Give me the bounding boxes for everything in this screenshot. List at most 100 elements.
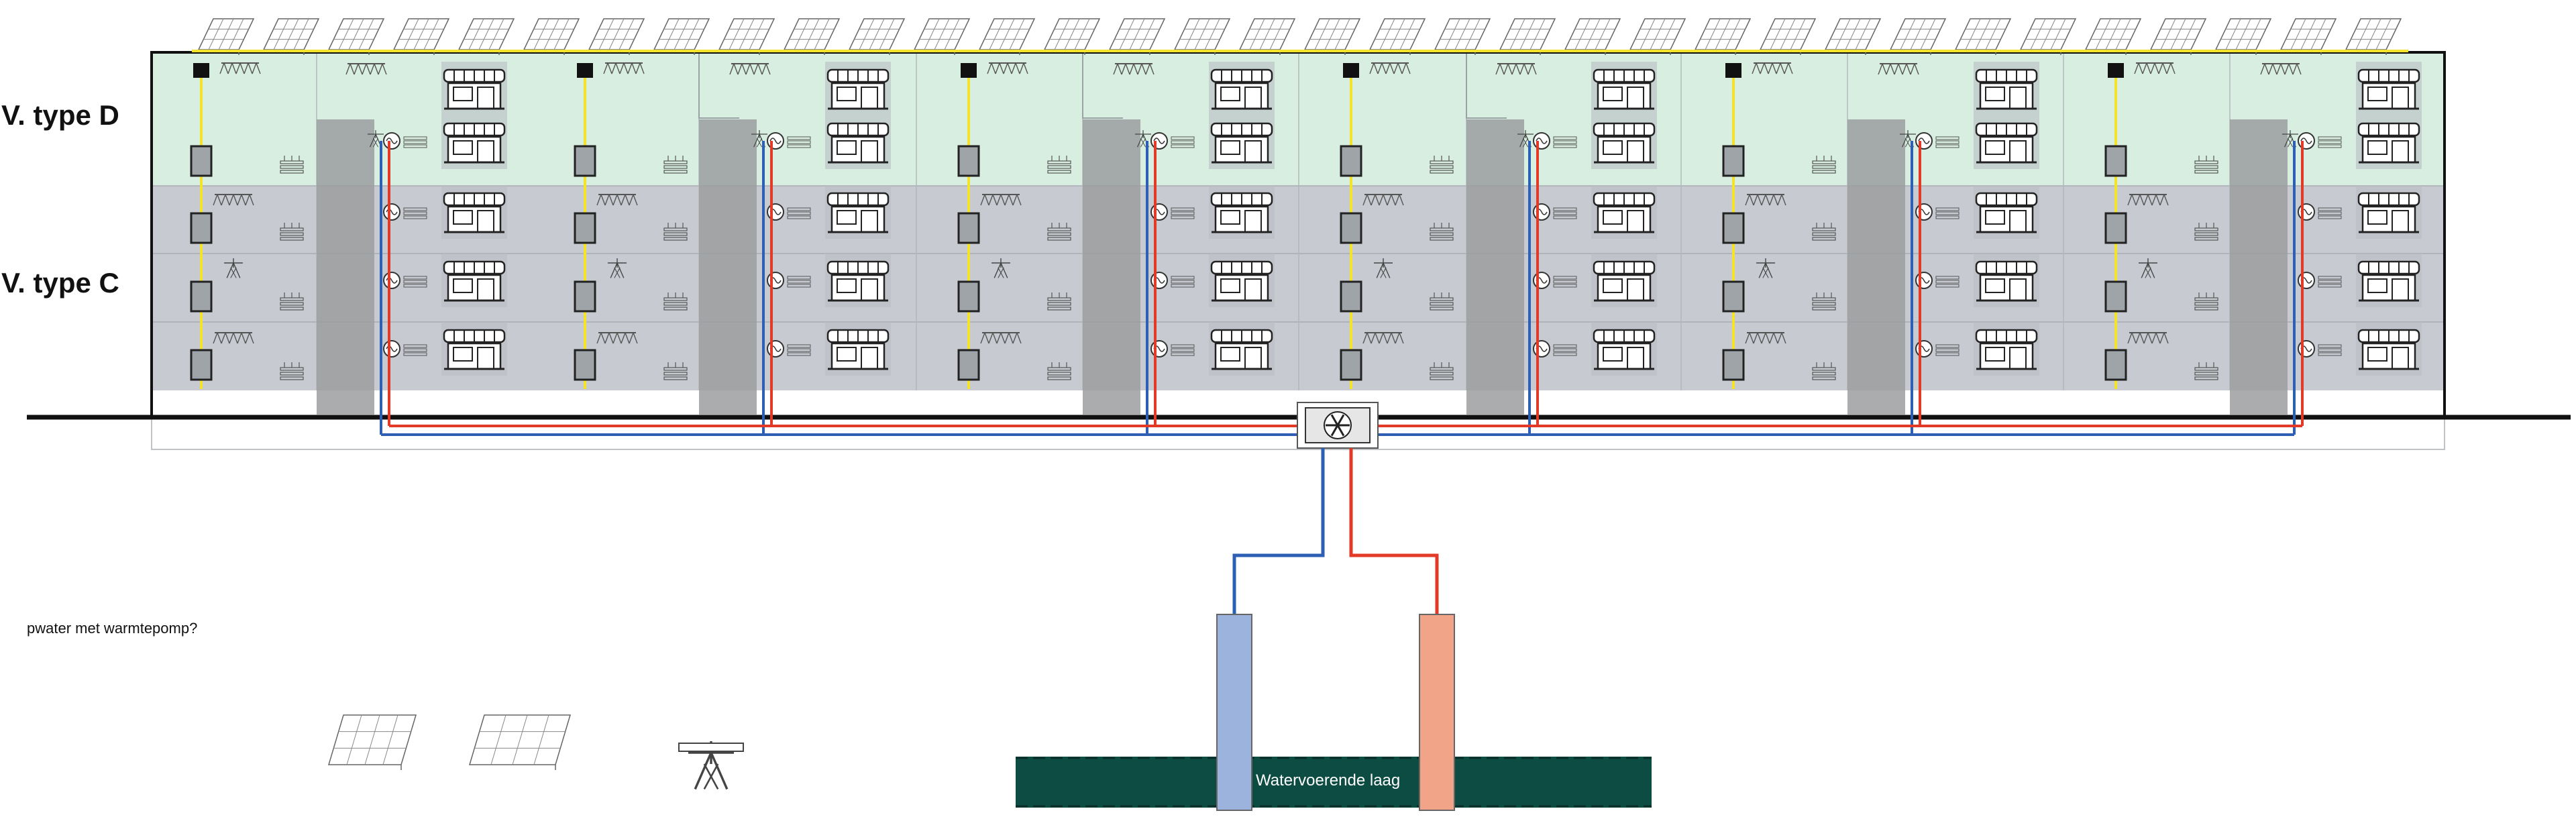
meter-box-icon bbox=[1340, 212, 1362, 244]
shop-awning-icon bbox=[1591, 115, 1657, 169]
meter-box-icon bbox=[190, 212, 213, 244]
lamp-icon bbox=[1495, 63, 1537, 75]
solar-panel-icon bbox=[1564, 18, 1621, 55]
heating-coil-icon bbox=[663, 362, 688, 380]
transmission-tower-icon bbox=[1517, 130, 1534, 148]
shop-awning-icon bbox=[825, 115, 891, 169]
shop-awning-icon bbox=[441, 185, 507, 239]
aquifer-layer bbox=[1016, 757, 1652, 808]
lamp-icon bbox=[1362, 332, 1404, 344]
shop-awning-icon bbox=[825, 322, 891, 376]
transmission-tower-icon bbox=[608, 258, 627, 278]
solar-panel-icon bbox=[1434, 18, 1491, 55]
shop-awning-icon bbox=[2356, 322, 2422, 376]
shaft-5 bbox=[2230, 119, 2288, 415]
meter-box-icon bbox=[190, 145, 213, 177]
heating-coil-icon bbox=[663, 292, 688, 311]
solar-panel-icon bbox=[2214, 18, 2272, 55]
meter-box-icon bbox=[1340, 349, 1362, 381]
solar-panel-icon bbox=[458, 18, 515, 55]
heating-coil-icon bbox=[1812, 292, 1836, 311]
solar-panel-icon bbox=[1043, 18, 1101, 55]
solar-panel-icon bbox=[327, 714, 417, 770]
heating-coil-icon bbox=[1430, 292, 1454, 311]
heating-coil-icon bbox=[2194, 223, 2218, 241]
meter-box-icon bbox=[1722, 280, 1745, 313]
heating-coil-icon bbox=[1430, 362, 1454, 380]
solar-panel-icon bbox=[848, 18, 906, 55]
meter-box-icon bbox=[1725, 63, 1741, 78]
meter-box-icon bbox=[2104, 145, 2127, 177]
lamp-icon bbox=[596, 332, 638, 344]
heating-coil-icon bbox=[663, 156, 688, 174]
lamp-icon bbox=[219, 62, 261, 74]
heating-coil-icon bbox=[280, 223, 304, 241]
shaft-4 bbox=[1847, 119, 1905, 415]
heating-coil-icon bbox=[1812, 362, 1836, 380]
solar-panel-icon bbox=[2149, 18, 2207, 55]
meter-box-icon bbox=[193, 63, 209, 78]
solar-panel-icon bbox=[978, 18, 1036, 55]
shop-awning-icon bbox=[1974, 322, 2039, 376]
solar-panel-icon bbox=[1499, 18, 1556, 55]
well-icon bbox=[1419, 614, 1455, 811]
shop-awning-icon bbox=[1974, 62, 2039, 115]
label-floor-type-c: V. type C bbox=[1, 267, 119, 298]
shop-awning-icon bbox=[2356, 62, 2422, 115]
solar-panel-icon bbox=[2019, 18, 2077, 55]
solar-panel-icon bbox=[1238, 18, 1296, 55]
transmission-tower-icon bbox=[678, 743, 744, 752]
shaft-2 bbox=[1083, 119, 1140, 415]
shop-awning-icon bbox=[441, 322, 507, 376]
junction-line-1 bbox=[1082, 54, 1123, 119]
lamp-icon bbox=[2127, 332, 2169, 344]
lamp-icon bbox=[345, 63, 387, 75]
heating-coil-icon bbox=[1812, 156, 1836, 174]
solar-panel-icon bbox=[1889, 18, 1947, 55]
meter-box-icon bbox=[574, 212, 596, 244]
meter-box-icon bbox=[2104, 349, 2127, 381]
solar-panel-icon bbox=[327, 18, 385, 55]
shop-awning-icon bbox=[441, 254, 507, 307]
shop-awning-icon bbox=[1209, 254, 1275, 307]
shop-awning-icon bbox=[1209, 115, 1275, 169]
lamp-icon bbox=[603, 62, 645, 74]
solar-panel-icon bbox=[197, 18, 255, 55]
solar-panel-icon bbox=[1108, 18, 1166, 55]
transmission-tower-icon bbox=[1756, 258, 1775, 278]
shop-awning-icon bbox=[1974, 254, 2039, 307]
cold-well-pipe bbox=[1232, 448, 1325, 616]
solar-panel-icon bbox=[1173, 18, 1231, 55]
solar-panel-icon bbox=[2279, 18, 2337, 55]
solar-panel-icon bbox=[783, 18, 841, 55]
solar-panel-icon bbox=[1694, 18, 1752, 55]
heating-coil-icon bbox=[1430, 223, 1454, 241]
transmission-tower-icon bbox=[1374, 258, 1393, 278]
shop-awning-icon bbox=[1591, 322, 1657, 376]
solar-panel-icon bbox=[1954, 18, 2012, 55]
meter-box-icon bbox=[1340, 145, 1362, 177]
solar-panel-icon bbox=[2084, 18, 2142, 55]
shop-awning-icon bbox=[1209, 322, 1275, 376]
lamp-icon bbox=[2134, 62, 2176, 74]
heating-coil-icon bbox=[280, 156, 304, 174]
solar-panel-icon bbox=[718, 18, 775, 55]
solar-panel-icon bbox=[523, 18, 580, 55]
lamp-icon bbox=[980, 332, 1022, 344]
meter-box-icon bbox=[190, 349, 213, 381]
transmission-tower-icon bbox=[991, 258, 1010, 278]
lamp-icon bbox=[1752, 62, 1793, 74]
solar-panel-icon bbox=[653, 18, 710, 55]
meter-box-icon bbox=[574, 145, 596, 177]
shaft-1 bbox=[699, 119, 757, 415]
well-icon bbox=[1216, 614, 1252, 811]
label-floor-type-d: V. type D bbox=[1, 99, 119, 131]
solar-panel-icon bbox=[262, 18, 320, 55]
shop-awning-icon bbox=[441, 62, 507, 115]
heat-pump-icon bbox=[767, 132, 811, 150]
shop-awning-icon bbox=[441, 115, 507, 169]
meter-box-icon bbox=[1343, 63, 1359, 78]
shop-awning-icon bbox=[825, 185, 891, 239]
floor-type-d-band bbox=[152, 54, 2445, 186]
